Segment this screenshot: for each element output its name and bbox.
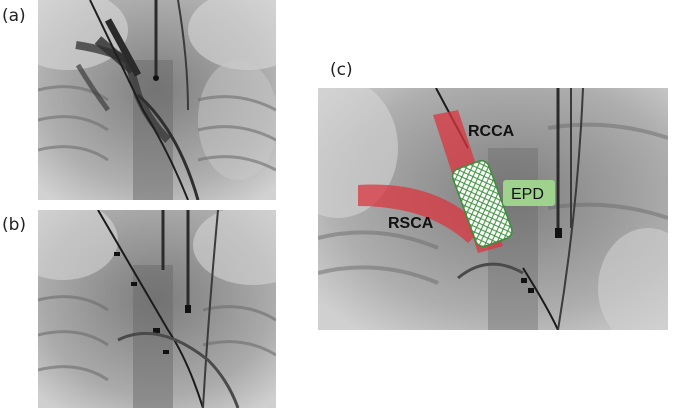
epd-label: EPD: [511, 186, 544, 203]
xray-image-b: [38, 210, 276, 408]
panel-b-label: (b): [2, 215, 27, 235]
epd-filter-device: [451, 160, 513, 248]
panel-c-label: (c): [330, 60, 353, 80]
xray-image-a: [38, 0, 276, 200]
rsca-vessel-overlay: [358, 184, 483, 243]
panel-a-label: (a): [2, 6, 26, 26]
xray-image-c: RCCA RSCA EPD: [318, 88, 668, 330]
epd-label-box: [503, 180, 555, 206]
rsca-label: RSCA: [388, 215, 434, 232]
rcca-label: RCCA: [468, 123, 515, 140]
